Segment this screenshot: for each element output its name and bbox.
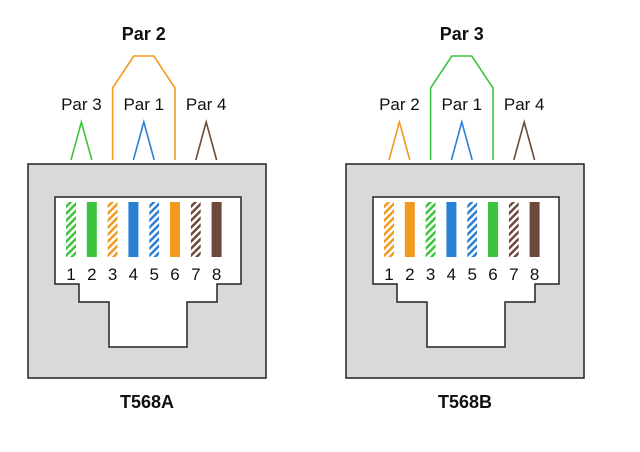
wire-pin-8-brown xyxy=(529,202,540,257)
pair-par-1: Par 1 xyxy=(123,95,164,161)
wire-pin-5-blue-white xyxy=(149,202,160,257)
pair-connector-line xyxy=(195,118,218,161)
pin-number-5: 5 xyxy=(467,265,476,284)
pair-connector-line xyxy=(429,55,494,160)
pin-number-6: 6 xyxy=(170,265,179,284)
standard-label: T568B xyxy=(438,392,492,412)
pin-number-8: 8 xyxy=(530,265,539,284)
wire-pin-2-green xyxy=(86,202,97,257)
pin-number-8: 8 xyxy=(212,265,221,284)
pin-number-3: 3 xyxy=(426,265,435,284)
pin-number-4: 4 xyxy=(129,265,138,284)
pair-label: Par 4 xyxy=(186,95,227,114)
pair-label: Par 3 xyxy=(440,24,484,44)
wire-pin-5-blue-white xyxy=(467,202,478,257)
pair-par-4: Par 4 xyxy=(504,95,545,161)
pair-label: Par 4 xyxy=(504,95,545,114)
pair-par-3: Par 3 xyxy=(61,95,102,161)
pin-number-4: 4 xyxy=(447,265,456,284)
pair-par-2: Par 2 xyxy=(379,95,420,161)
wire-pin-4-blue xyxy=(128,202,139,257)
pin-number-1: 1 xyxy=(66,265,75,284)
pin-number-2: 2 xyxy=(87,265,96,284)
pair-par-2: Par 2 xyxy=(111,24,176,160)
wire-pin-1-green-white xyxy=(66,202,76,257)
wire-pin-6-orange xyxy=(170,202,180,257)
pair-connector-line xyxy=(132,118,155,161)
pair-connector-line xyxy=(70,118,93,161)
pair-par-1: Par 1 xyxy=(441,95,482,161)
pair-par-4: Par 4 xyxy=(186,95,227,161)
pair-label: Par 1 xyxy=(441,95,482,114)
pair-connector-line xyxy=(388,118,411,161)
pin-number-3: 3 xyxy=(108,265,117,284)
pair-connector-line xyxy=(513,118,536,161)
wire-pin-8-brown xyxy=(211,202,222,257)
pair-label: Par 3 xyxy=(61,95,102,114)
wire-pin-1-orange-white xyxy=(384,202,394,257)
standard-label: T568A xyxy=(120,392,174,412)
pin-number-2: 2 xyxy=(405,265,414,284)
pin-number-7: 7 xyxy=(509,265,518,284)
wire-pin-7-brown-white xyxy=(508,202,519,257)
pair-label: Par 1 xyxy=(123,95,164,114)
wire-pin-3-green-white xyxy=(425,202,436,257)
wire-pin-4-blue xyxy=(446,202,457,257)
pin-number-7: 7 xyxy=(191,265,200,284)
pin-number-5: 5 xyxy=(149,265,158,284)
pair-connector-line xyxy=(111,55,176,160)
wire-pin-6-green xyxy=(488,202,498,257)
wire-pin-2-orange xyxy=(404,202,415,257)
pin-number-1: 1 xyxy=(384,265,393,284)
wire-pin-3-orange-white xyxy=(107,202,118,257)
pin-number-6: 6 xyxy=(488,265,497,284)
pair-label: Par 2 xyxy=(122,24,166,44)
wire-pin-7-brown-white xyxy=(190,202,201,257)
pair-par-3: Par 3 xyxy=(429,24,494,160)
pair-label: Par 2 xyxy=(379,95,420,114)
pair-connector-line xyxy=(450,118,473,161)
